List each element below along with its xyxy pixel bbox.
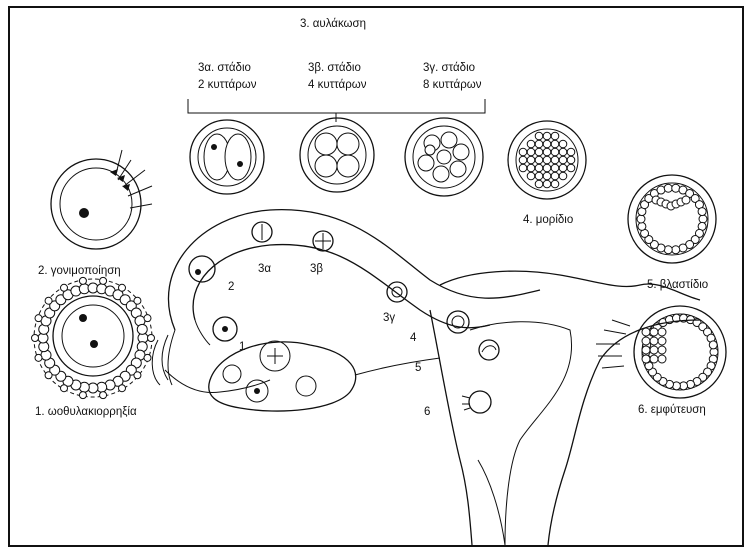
stage-3b-cells: 4 κυττάρων [308,79,367,91]
tube-embryo-3c [387,282,407,302]
uterus-embryo-5 [479,340,499,360]
tube-embryo-3b [313,231,333,251]
marker-4: 4 [410,332,417,344]
tube-embryo-3a [252,222,272,242]
marker-3b: 3β [310,263,323,275]
uterus-embryo-6 [462,391,491,413]
blastocyst [628,175,716,263]
fertilization-egg [51,150,152,249]
four-cell-embryo [300,118,374,192]
stage-3c-cells: 8 κυττάρων [423,79,482,91]
marker-3c: 3γ [383,312,395,324]
tube-embryo-1 [213,317,237,341]
fallopian-tube [152,210,540,393]
tube-embryo-4 [447,311,469,333]
stage-3a-label: 3α. στάδιο [198,62,251,74]
marker-2: 2 [228,281,234,293]
implantation-embryo [596,306,726,398]
cleavage-title: 3. αυλάκωση [300,18,366,30]
stage-3a-cells: 2 κυττάρων [198,79,257,91]
marker-5: 5 [415,362,421,374]
fertilization-label: 2. γονιμοποίηση [38,265,121,277]
ovulation-label: 1. ωοθυλακιορρηξία [35,406,137,418]
cleavage-bracket [188,99,485,113]
eight-cell-embryo [405,118,483,196]
two-cell-embryo [190,120,264,194]
stage-3b-label: 3β. στάδιο [308,62,361,74]
ovulation-follicle [32,277,155,398]
implantation-label: 6. εμφύτευση [638,404,706,416]
stage-3c-label: 3γ. στάδιο [423,62,475,74]
morula-label: 4. μορίδιο [523,214,573,226]
marker-6: 6 [424,406,430,418]
marker-1: 1 [239,341,245,353]
marker-3a: 3α [258,263,271,275]
morula [508,121,586,199]
